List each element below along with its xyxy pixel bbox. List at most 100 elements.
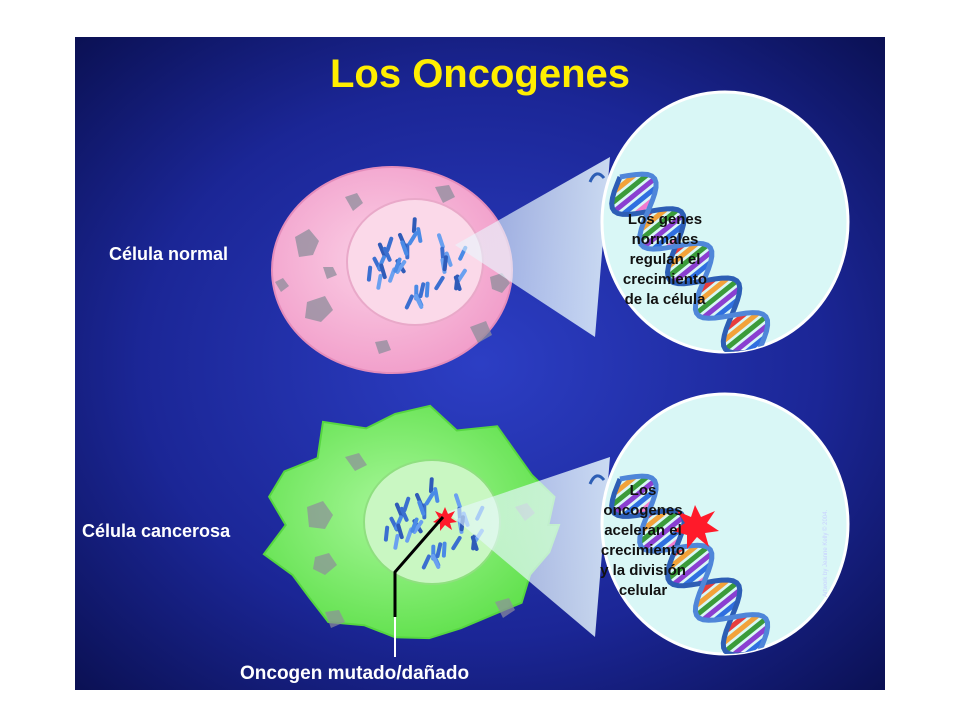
chromosome [453,275,462,291]
normal-cell [271,166,513,374]
chromosome [454,493,462,509]
label-normal-cell: Célula normal [109,244,228,264]
base-pair [671,551,714,587]
mutation-marker-icon [433,507,457,531]
base-pair [666,241,699,269]
base-pair [639,508,668,534]
chromosome [441,541,447,558]
chromosome [402,496,411,513]
chromosome [411,217,417,234]
base-pair [610,474,650,508]
chromosome [399,506,409,522]
label-cancer-cell: Célula cancerosa [82,521,231,541]
text-line: aceleran el [604,522,682,539]
chromosome [396,523,404,540]
base-pair [694,580,739,618]
text-line: Los [630,482,657,499]
base-pair [671,249,714,285]
chromosome [451,536,462,551]
dna-strand [619,473,771,654]
base-pair [723,616,768,654]
chromosome [395,260,407,274]
dna-strand [619,171,771,352]
base-pair [731,323,770,352]
chromosome [404,294,414,310]
chromosome [366,265,373,282]
pointer-line [393,516,445,617]
text-line: y la división [600,562,686,579]
chromosome [393,257,402,273]
base-pair [666,543,699,571]
chromosome [424,281,430,298]
mutation-burst-icon [673,505,719,549]
dna-helix [609,171,778,352]
zoom-beam [447,457,610,637]
base-pair [694,578,730,608]
base-pair [651,222,685,252]
text-line: oncogenes [603,502,682,519]
chromosome [428,477,434,494]
base-pair [701,286,742,320]
chromosome [418,282,426,299]
text-line: celular [619,582,668,599]
chromosome [382,246,392,262]
text-line: crecimiento [601,542,685,559]
base-pair [694,276,730,306]
chromosome [412,520,424,534]
chromosome [377,242,387,258]
chromosomes [366,217,468,310]
chromosome [424,491,436,506]
base-pair [721,310,760,344]
base-pair [642,213,685,249]
base-pair [639,206,668,232]
dna-end [588,474,606,485]
chromosome [421,554,431,570]
base-pair [666,545,709,581]
dna-strand [609,176,778,352]
base-pair [694,278,739,316]
base-pair [666,243,709,279]
artwork-credit: Artwork by Jeanne Kelly © 2004. [822,510,829,597]
base-pair [731,625,770,654]
chromosome [456,268,467,283]
label-mutated-gene: Oncogen mutado/dañado [240,663,469,684]
base-pair [721,612,760,646]
base-pair [642,515,685,551]
chromosome [434,276,445,291]
chromosome [410,517,419,533]
oncogene-text: Los oncogenes aceleran el crecimiento y la d… [600,482,686,599]
chromosome [383,525,390,542]
organelles [275,185,510,354]
base-pair [621,185,658,217]
chromosome [470,535,479,551]
base-pair [638,509,680,545]
dna-strand [609,478,778,654]
chromosome [400,240,409,256]
text-line: de la célula [625,291,707,308]
base-pair [638,207,680,243]
base-pair [682,260,713,286]
chromosome [407,231,419,246]
chromosome [433,487,440,503]
text-line: Los genes [628,211,702,228]
chromosome [416,227,423,243]
chromosome [394,502,404,518]
text-line: regulan el [630,251,701,268]
base-pair [610,172,650,206]
chromosome [379,263,387,280]
chromosome [414,294,424,309]
chromosome [442,255,448,272]
base-pair [612,478,657,516]
chromosomes [383,477,485,570]
base-pair [723,314,768,352]
page-title: Los Oncogenes [330,52,630,96]
chromosome [435,542,443,559]
base-pair [612,176,657,214]
cancer-cell [262,404,561,640]
chromosome [377,255,386,271]
base-pair [621,487,658,519]
oncogene-bubble: Los oncogenes aceleran el crecimiento y la d… [588,392,850,656]
